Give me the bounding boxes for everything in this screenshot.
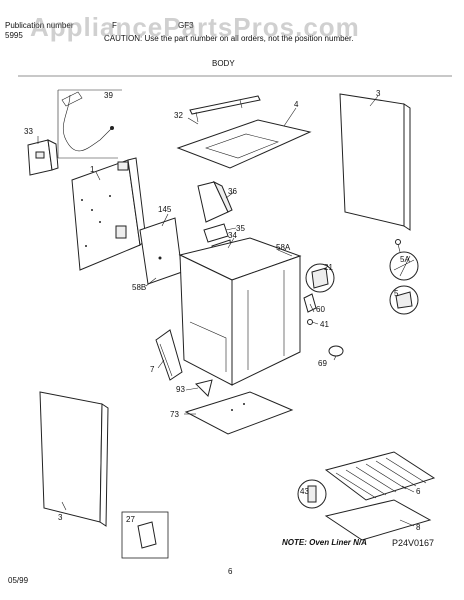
part-145-insulation	[139, 217, 183, 285]
callout-5a: 5A	[400, 255, 410, 264]
main-body-frame	[178, 237, 302, 386]
callout-145: 145	[158, 205, 172, 214]
page-number: 6	[228, 567, 233, 576]
detail-5a	[389, 239, 419, 281]
callout-6: 6	[416, 487, 421, 496]
model-prefix: F	[112, 21, 117, 30]
part-27-inset	[121, 511, 169, 559]
caution-text: CAUTION: Use the part number on all orde…	[104, 34, 354, 43]
drawing-code: P24V0167	[392, 538, 435, 548]
callout-3-lower: 3	[58, 513, 63, 522]
detail-5	[389, 285, 419, 315]
callout-43: 43	[300, 487, 309, 496]
section-title: BODY	[212, 59, 235, 68]
detail-43	[297, 479, 327, 509]
callout-numbers: 39 33 32 4 3 1 36 145 35 34 58A 21 5A 5 …	[24, 89, 421, 532]
callout-73: 73	[170, 410, 179, 419]
callout-5: 5	[394, 289, 399, 298]
part-39-wire-harness	[57, 89, 122, 159]
callout-41: 41	[320, 320, 329, 329]
callout-35: 35	[236, 224, 245, 233]
callout-60: 60	[316, 305, 325, 314]
part-1-back-panel	[71, 157, 147, 271]
callout-8: 8	[416, 523, 421, 532]
revision-date: 05/99	[8, 576, 29, 585]
leader-lines	[37, 95, 415, 527]
callout-58b: 58B	[132, 283, 146, 292]
callout-58a: 58A	[276, 243, 291, 252]
callout-34: 34	[228, 231, 237, 240]
part-36-block	[197, 180, 233, 223]
callout-39: 39	[104, 91, 113, 100]
oven-liner-note: NOTE: Oven Liner N/A	[282, 538, 367, 547]
part-93-clip	[195, 379, 213, 397]
callout-33: 33	[24, 127, 33, 136]
part-8-liner	[324, 499, 432, 541]
callout-27: 27	[126, 515, 135, 524]
part-7-hinge	[155, 329, 183, 381]
publication-label: Publication number	[5, 21, 74, 30]
watermark: AppliancePartsPros.com	[30, 12, 360, 42]
part-73-bottom-panel	[184, 391, 294, 435]
small-hardware	[303, 293, 344, 357]
part-33-bracket	[27, 139, 59, 176]
model-text: GF3	[178, 21, 194, 30]
callout-4: 4	[294, 100, 299, 109]
callout-32: 32	[174, 111, 183, 120]
part-6-oven-rack	[324, 451, 436, 501]
callout-21: 21	[324, 263, 333, 272]
part-3-side-panel-right	[339, 93, 411, 231]
callout-69: 69	[318, 359, 327, 368]
part-32-top-rail	[189, 95, 261, 123]
detail-21	[305, 263, 335, 293]
part-4-top-panel	[176, 119, 312, 169]
callout-7: 7	[150, 365, 155, 374]
callout-1: 1	[90, 165, 95, 174]
part-3-side-panel-left	[39, 391, 109, 527]
callout-93: 93	[176, 385, 185, 394]
publication-number: 5995	[5, 31, 23, 40]
callout-36: 36	[228, 187, 237, 196]
callout-3-upper: 3	[376, 89, 381, 98]
